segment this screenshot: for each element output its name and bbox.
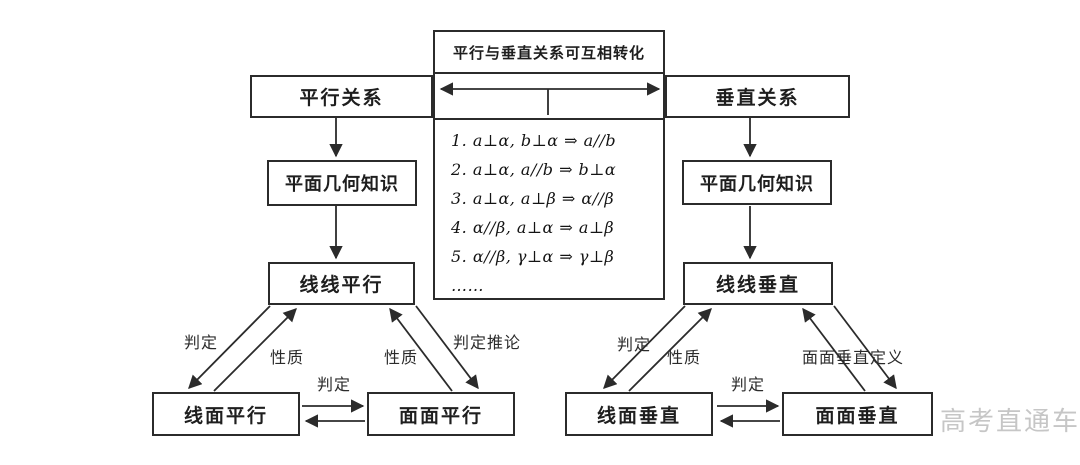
node-line-plane-parallel: 线面平行 xyxy=(152,392,300,436)
node-perpendicular-relation: 垂直关系 xyxy=(665,75,850,118)
node-plane-plane-perp: 面面垂直 xyxy=(782,392,933,436)
conversion-formula-list: 1. a⊥α, b⊥α ⇒ a//b 2. a⊥α, a//b ⇒ b⊥α 3.… xyxy=(451,126,659,300)
conversion-formula-2: 2. a⊥α, a//b ⇒ b⊥α xyxy=(451,160,617,179)
label-judgment-left-perp: 判定 xyxy=(616,337,652,354)
node-line-line-perp: 线线垂直 xyxy=(683,262,833,305)
label-judgment-corollary-parallel: 判定推论 xyxy=(452,335,522,352)
conversion-panel: 平行与垂直关系可互相转化 1. a⊥α, b⊥α ⇒ a//b 2. a⊥α, … xyxy=(433,30,665,300)
label-property-right-parallel: 性质 xyxy=(383,350,419,367)
panel-divider-bottom xyxy=(435,118,663,120)
watermark-text: 高考直通车 xyxy=(940,406,1080,436)
conversion-formula-ellipsis: …… xyxy=(451,276,484,295)
label-judgment-left-parallel: 判定 xyxy=(183,335,219,352)
node-line-line-parallel: 线线平行 xyxy=(268,262,415,305)
node-plane-geometry-parallel: 平面几何知识 xyxy=(267,160,417,206)
conversion-formula-5: 5. α//β, γ⊥α ⇒ γ⊥β xyxy=(451,247,615,266)
node-plane-plane-parallel: 面面平行 xyxy=(367,392,515,436)
conversion-panel-title: 平行与垂直关系可互相转化 xyxy=(452,44,645,62)
panel-divider-top xyxy=(435,72,663,74)
conversion-formula-3: 3. a⊥α, a⊥β ⇒ α//β xyxy=(451,189,615,208)
label-property-left-parallel: 性质 xyxy=(269,350,305,367)
conversion-formula-1: 1. a⊥α, b⊥α ⇒ a//b xyxy=(451,131,617,150)
label-judgment-bottom-parallel: 判定 xyxy=(316,377,352,394)
label-judgment-bottom-perp: 判定 xyxy=(730,377,766,394)
node-plane-geometry-perp: 平面几何知识 xyxy=(682,160,832,205)
node-parallel-relation: 平行关系 xyxy=(250,75,433,118)
node-line-plane-perp: 线面垂直 xyxy=(565,392,713,436)
label-property-left-perp: 性质 xyxy=(666,350,702,367)
label-plane-plane-definition-perp: 面面垂直定义 xyxy=(801,350,905,367)
conversion-formula-4: 4. α//β, a⊥α ⇒ a⊥β xyxy=(451,218,615,237)
